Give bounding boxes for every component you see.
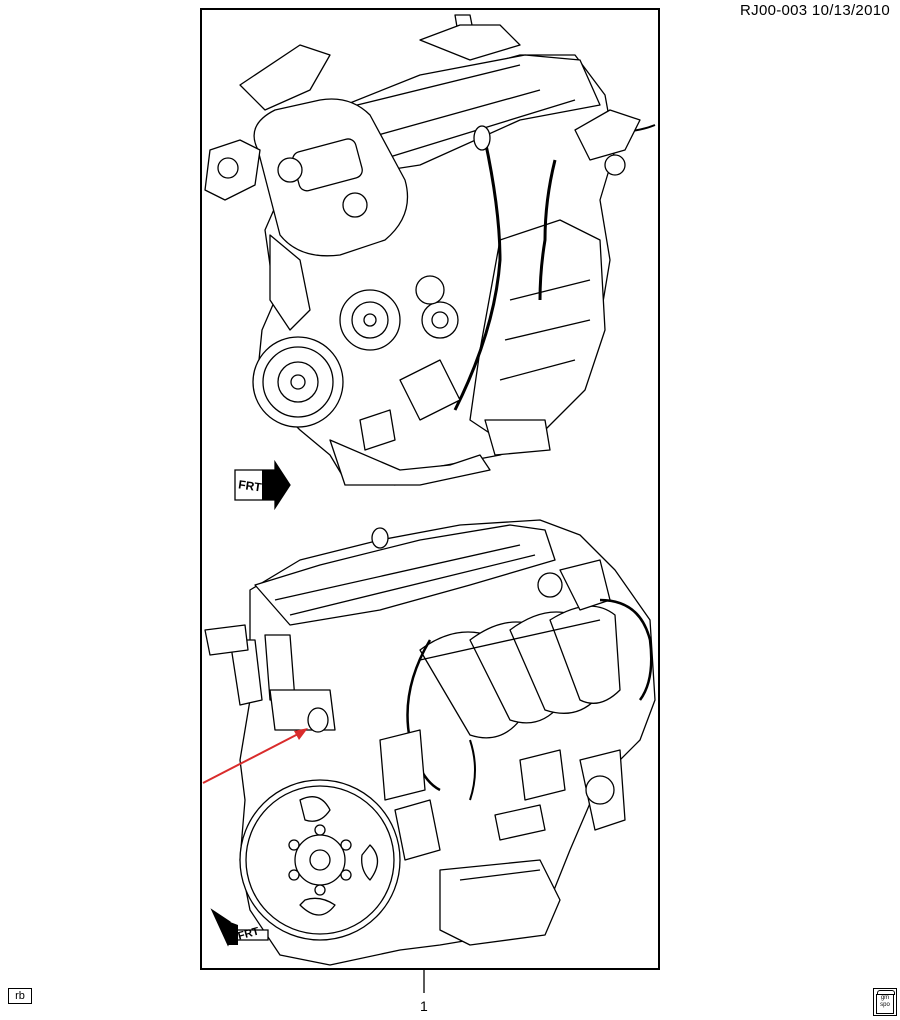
diagram-reference-code: RJ00-003 10/13/2010 (740, 2, 890, 19)
initials-box: rb (8, 988, 32, 1004)
front-label-bottom: FRT (237, 925, 261, 942)
front-direction-indicator-top: FRT (234, 459, 291, 511)
gmspo-logo-text: gm spo (876, 994, 894, 1014)
bottom-engine-drawing (204, 519, 656, 966)
red-annotation-arrow (202, 728, 308, 784)
gmspo-logo: gm spo (873, 988, 897, 1016)
gmspo-logo-cap (877, 990, 895, 995)
callout-number: 1 (420, 998, 428, 1014)
gmspo-logo-bottom-text: spo (880, 1002, 890, 1008)
gmspo-logo-top-text: gm (880, 995, 890, 1001)
front-label-top: FRT (237, 477, 263, 494)
front-direction-indicator-bottom: FRT (210, 908, 269, 947)
top-engine-drawing (204, 14, 656, 486)
illustration-frame (200, 8, 660, 970)
